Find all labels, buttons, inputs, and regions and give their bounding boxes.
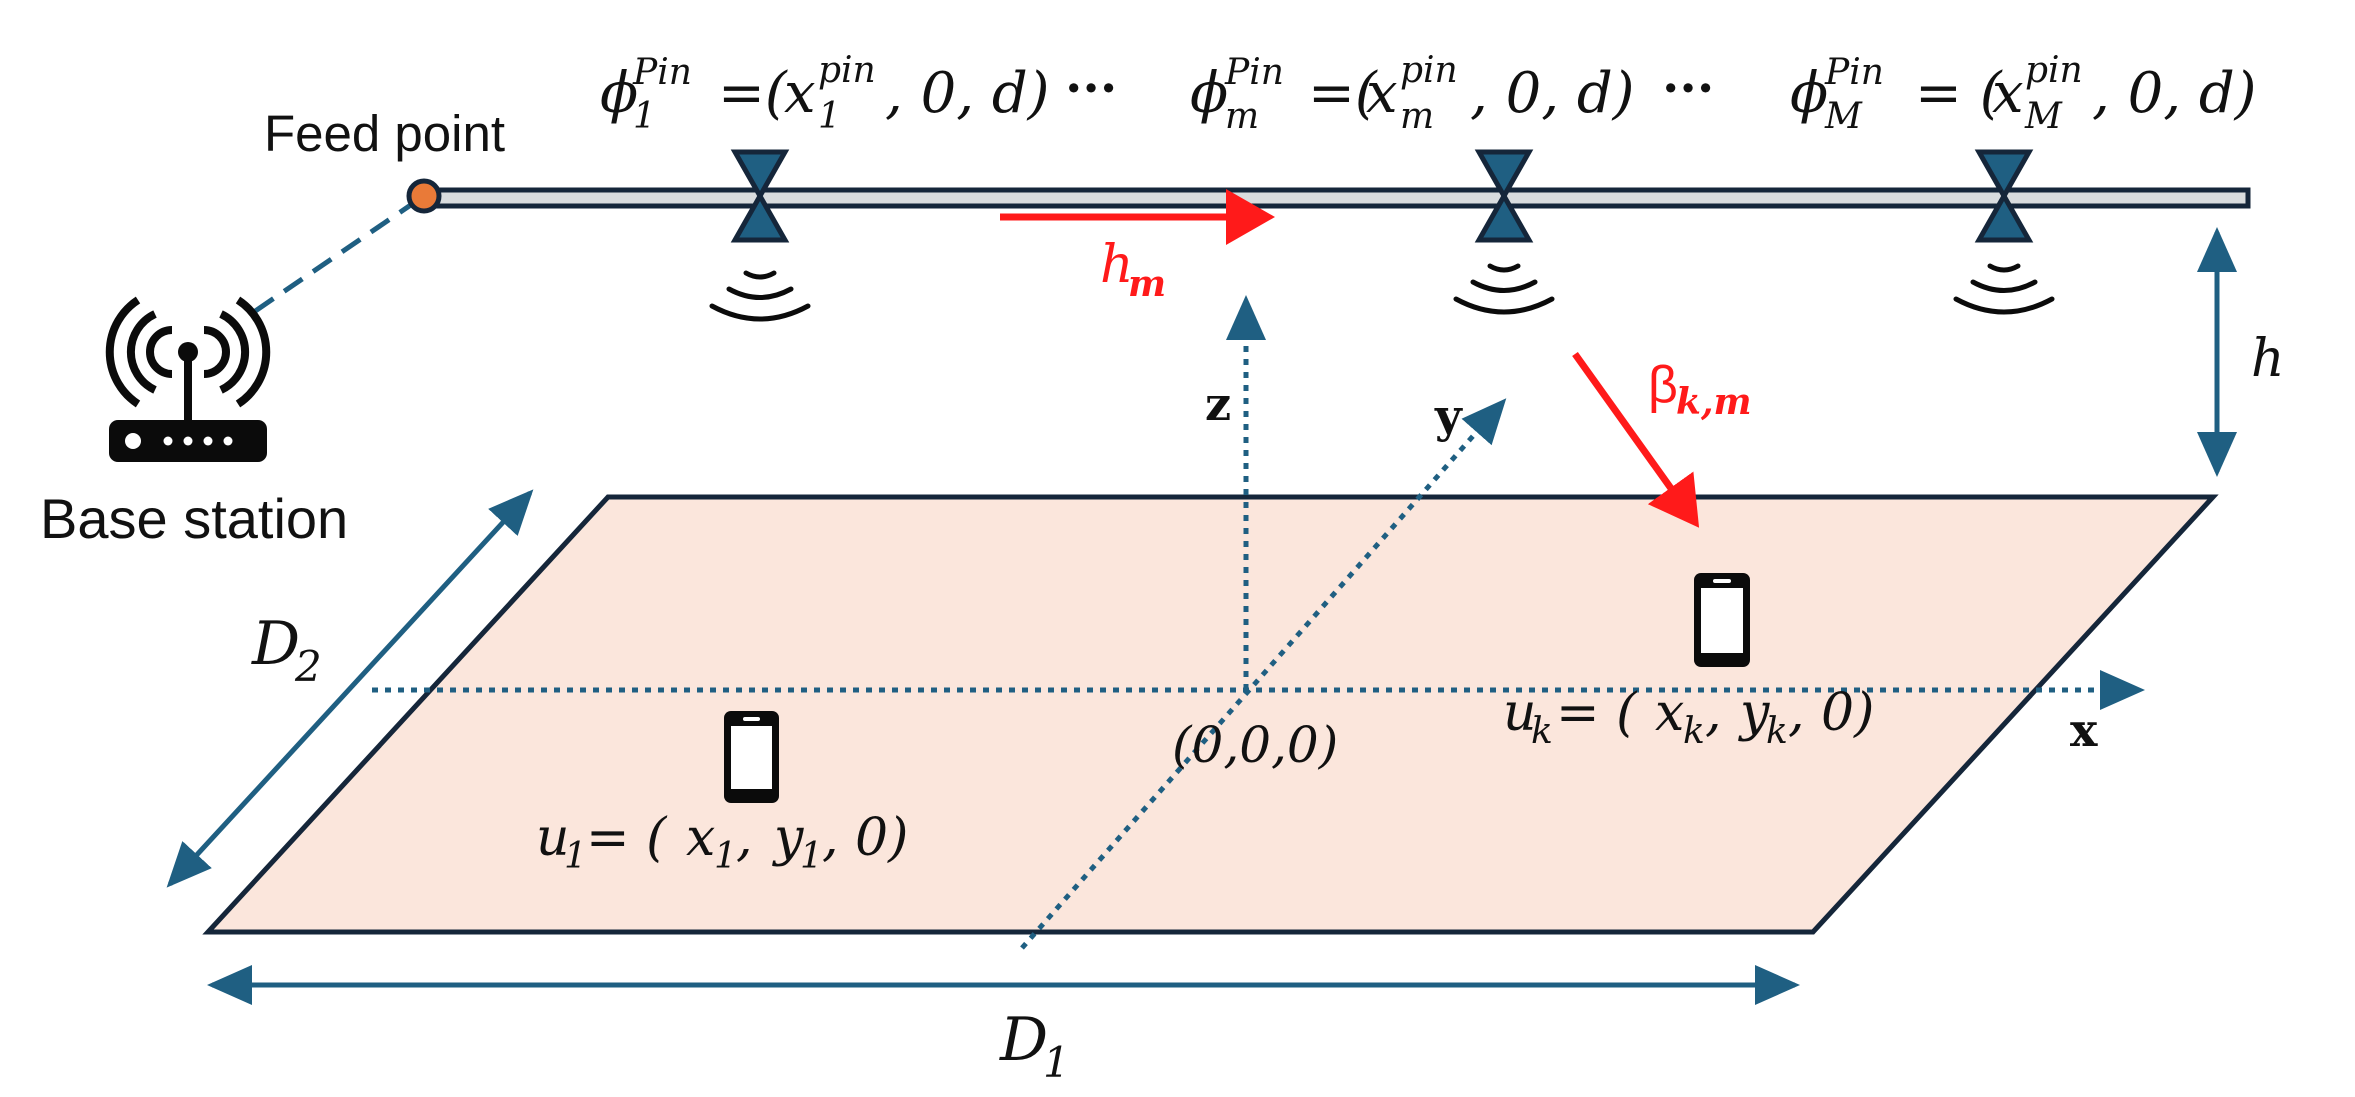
beta-arrow bbox=[1572, 351, 1700, 528]
svg-text:= (: = ( bbox=[1556, 683, 1638, 743]
svg-text:k: k bbox=[1766, 711, 1788, 752]
svg-text:1: 1 bbox=[800, 836, 823, 877]
svg-text:k,m: k,m bbox=[1676, 381, 1752, 423]
svg-text:u: u bbox=[536, 808, 570, 868]
svg-text:y: y bbox=[1738, 683, 1770, 743]
feed-link bbox=[243, 197, 420, 321]
feed-point-label: Feed point bbox=[264, 105, 505, 162]
radiation-wave-icon bbox=[709, 263, 2055, 322]
svg-text:x: x bbox=[1655, 683, 1684, 743]
h-m-label: h m bbox=[1100, 235, 1166, 305]
D1-label: D 1 bbox=[999, 1005, 1070, 1087]
y-axis-label: y bbox=[1434, 389, 1463, 443]
svg-text:1: 1 bbox=[633, 96, 656, 137]
svg-text:x: x bbox=[784, 61, 816, 126]
svg-text:x: x bbox=[1366, 61, 1398, 126]
svg-text:2: 2 bbox=[294, 642, 322, 691]
svg-text:D: D bbox=[251, 609, 300, 679]
svg-text:m: m bbox=[1128, 263, 1166, 305]
x-axis-label: x bbox=[2070, 703, 2098, 757]
origin-label: (0,0,0) bbox=[1172, 716, 1338, 774]
pin-1-label: ϕ Pin 1 =( x pin 1 , 0, d) bbox=[600, 50, 1050, 137]
svg-text:, 0, d): , 0, d) bbox=[2092, 61, 2257, 126]
svg-text:m: m bbox=[1225, 96, 1259, 137]
svg-text:, 0): , 0) bbox=[1788, 683, 1874, 743]
svg-text:= (: = ( bbox=[586, 808, 668, 868]
svg-text:m: m bbox=[1400, 96, 1434, 137]
svg-text:u: u bbox=[1503, 683, 1537, 743]
svg-text:1: 1 bbox=[1043, 1038, 1070, 1087]
svg-text:ϕ: ϕ bbox=[1190, 61, 1228, 126]
svg-text:pin: pin bbox=[818, 50, 876, 91]
svg-text:=(: =( bbox=[718, 61, 788, 126]
svg-text:=(: =( bbox=[1308, 61, 1378, 126]
pin-m bbox=[1474, 149, 1534, 243]
beta-label: β k,m bbox=[1648, 356, 1752, 423]
svg-text:1: 1 bbox=[564, 836, 587, 877]
uk-label: u k = ( x k , y k , 0) bbox=[1503, 683, 1874, 752]
base-station-label: Base station bbox=[40, 487, 348, 550]
svg-text:k: k bbox=[1683, 711, 1705, 752]
y-axis bbox=[1020, 398, 1507, 950]
svg-text:pin: pin bbox=[2025, 50, 2083, 91]
u1-label: u 1 = ( x 1 , y 1 , 0) bbox=[536, 808, 908, 877]
pin-1 bbox=[730, 149, 790, 243]
svg-text:,: , bbox=[736, 808, 753, 868]
pin-M bbox=[1974, 149, 2034, 243]
svg-text:h: h bbox=[1100, 235, 1134, 295]
svg-text:1: 1 bbox=[818, 96, 841, 137]
svg-text:M: M bbox=[1824, 96, 1863, 137]
smartphone-icon bbox=[1694, 573, 1750, 667]
pin-m-label: ϕ Pin m =( x pin m , 0, d) bbox=[1190, 50, 1635, 137]
svg-text:pin: pin bbox=[1400, 50, 1458, 91]
svg-text:k: k bbox=[1531, 711, 1553, 752]
svg-text:= (: = ( bbox=[1915, 61, 2003, 126]
svg-text:M: M bbox=[2024, 96, 2063, 137]
waveguide bbox=[420, 187, 2251, 209]
D2-dimension-arrow bbox=[166, 489, 534, 888]
dots-1: ··· bbox=[1065, 58, 1117, 117]
svg-text:, 0, d): , 0, d) bbox=[1470, 61, 1635, 126]
D2-label: D 2 bbox=[251, 609, 322, 691]
svg-text:, 0): , 0) bbox=[822, 808, 908, 868]
svg-text:β: β bbox=[1648, 356, 1678, 414]
svg-text:Pin: Pin bbox=[632, 52, 692, 93]
h-label: h bbox=[2251, 329, 2285, 389]
smartphone-icon bbox=[724, 711, 779, 803]
svg-text:x: x bbox=[686, 808, 715, 868]
svg-text:x: x bbox=[1992, 61, 2024, 126]
svg-text:Pin: Pin bbox=[1824, 52, 1884, 93]
ground-plane bbox=[202, 494, 2219, 935]
pin-M-label: ϕ Pin M = ( x pin M , 0, d) bbox=[1790, 50, 2257, 137]
dots-2: ··· bbox=[1662, 58, 1714, 117]
svg-text:D: D bbox=[999, 1005, 1048, 1075]
z-axis-label: z bbox=[1205, 377, 1231, 431]
svg-text:ϕ: ϕ bbox=[600, 61, 638, 126]
feed-point-dot bbox=[406, 178, 442, 214]
svg-text:y: y bbox=[772, 808, 804, 868]
svg-text:Pin: Pin bbox=[1224, 52, 1284, 93]
svg-text:,: , bbox=[1705, 683, 1722, 743]
router-antenna-icon bbox=[105, 296, 271, 462]
svg-text:1: 1 bbox=[714, 836, 737, 877]
svg-text:, 0, d): , 0, d) bbox=[885, 61, 1050, 126]
svg-text:ϕ: ϕ bbox=[1790, 61, 1828, 126]
